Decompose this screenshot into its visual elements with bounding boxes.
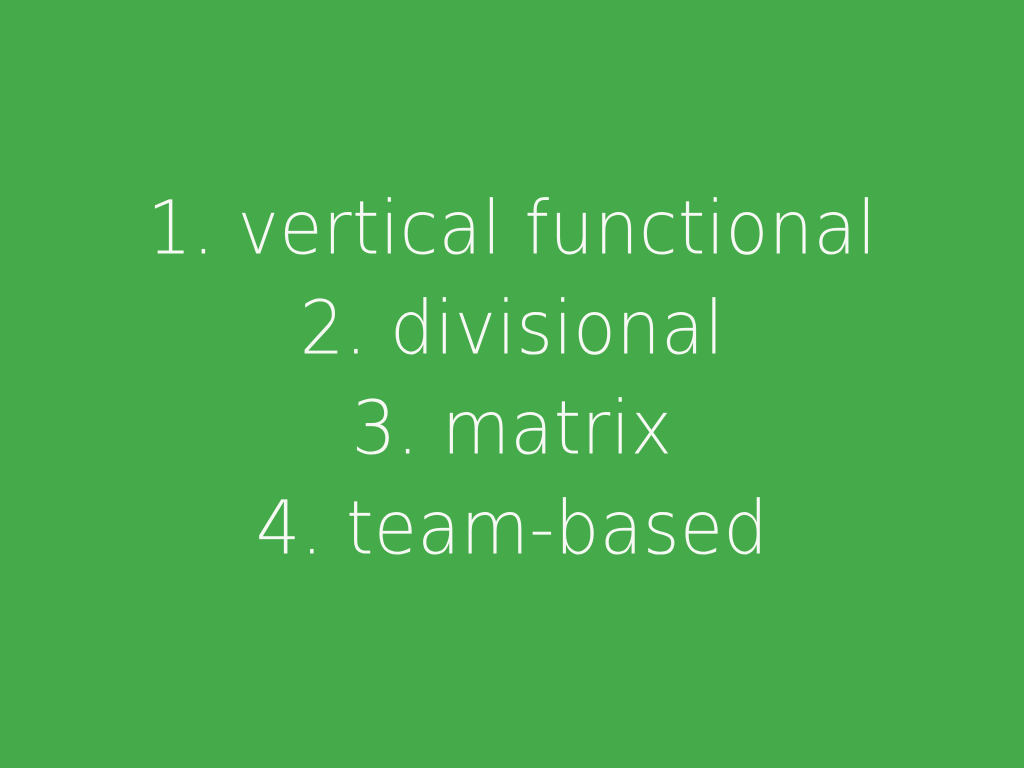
list-item: 4. team-based [255, 484, 769, 572]
list-item: 2. divisional [299, 284, 725, 372]
slide-content-list: 1. vertical functional 2. divisional 3. … [0, 178, 1024, 578]
list-item: 3. matrix [351, 384, 673, 472]
list-item: 1. vertical functional [147, 184, 877, 272]
